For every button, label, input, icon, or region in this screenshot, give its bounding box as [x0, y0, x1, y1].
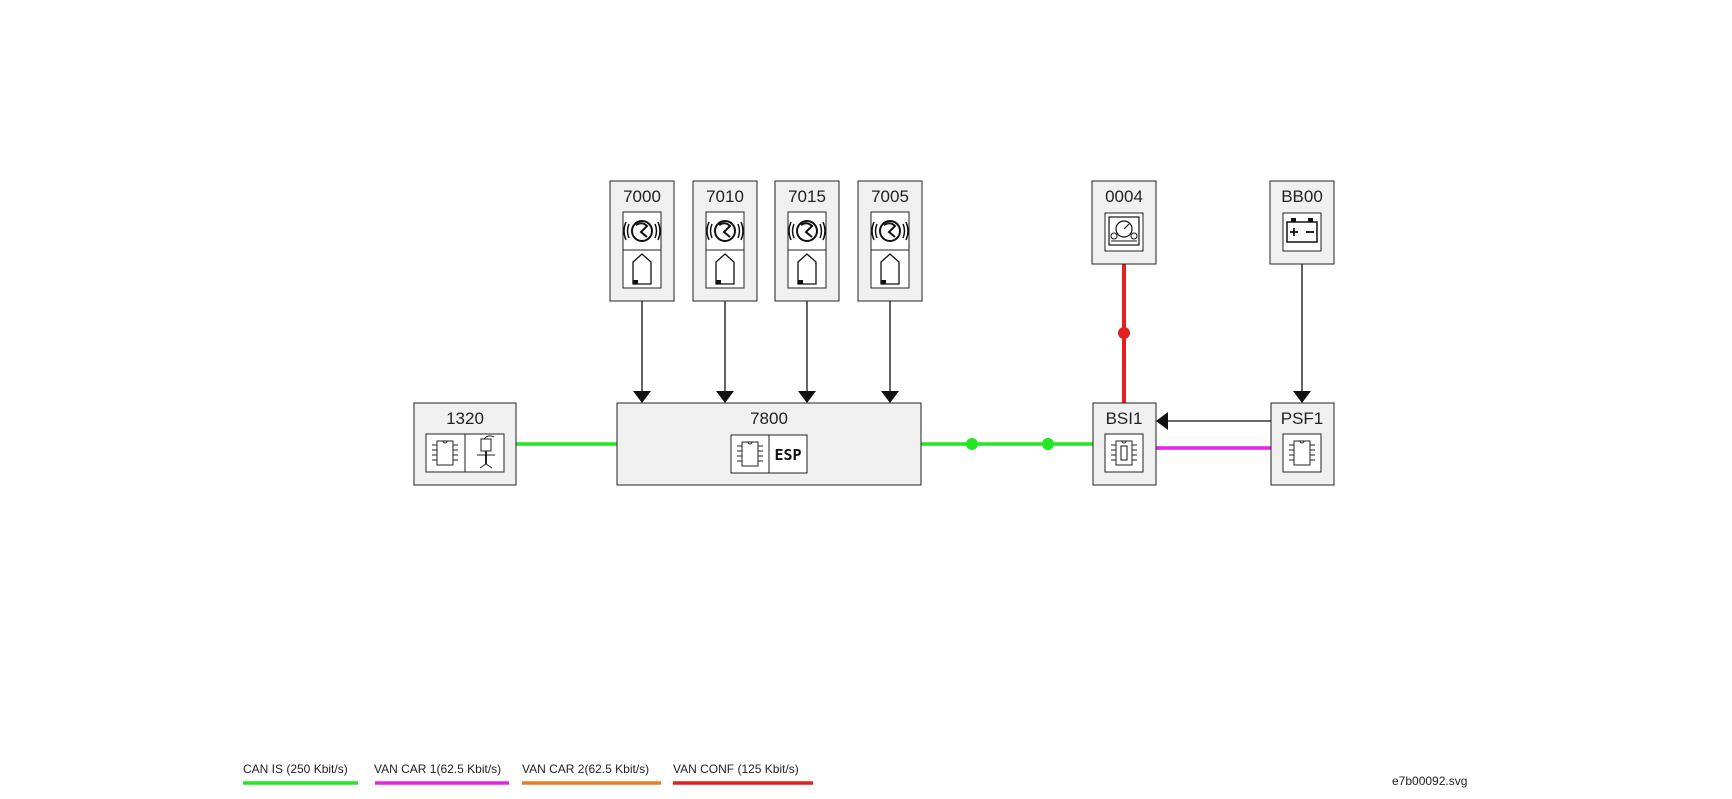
node-7010[interactable]: 7010 [692, 180, 758, 302]
file-name: e7b00092.svg [1392, 774, 1467, 788]
node-bsi1[interactable]: BSI1 [1092, 402, 1157, 486]
van-conf-junction-dot [1118, 327, 1130, 339]
node-0004-label: 0004 [1105, 187, 1143, 206]
legend: CAN IS (250 Kbit/s) VAN CAR 1(62.5 Kbit/… [243, 762, 813, 785]
legend-label: VAN CAR 2(62.5 Kbit/s) [522, 762, 649, 776]
legend-item-van-conf: VAN CONF (125 Kbit/s) [673, 762, 813, 785]
can-is-junction-dot [1042, 438, 1054, 450]
node-psf1[interactable]: PSF1 [1270, 402, 1335, 486]
node-7010-label: 7010 [706, 187, 744, 206]
legend-item-can-is: CAN IS (250 Kbit/s) [243, 762, 358, 785]
node-7000-label: 7000 [623, 187, 661, 206]
injector-icon [477, 435, 495, 469]
legend-item-van-car1: VAN CAR 1(62.5 Kbit/s) [374, 762, 509, 785]
instrument-panel-icon [1104, 212, 1144, 252]
node-7005[interactable]: 7005 [857, 180, 923, 302]
node-7800[interactable]: 7800 ESP [616, 402, 922, 486]
node-7800-label: 7800 [750, 409, 788, 428]
wheel-speed-sensor-icon [870, 211, 910, 289]
legend-item-van-car2: VAN CAR 2(62.5 Kbit/s) [522, 762, 661, 785]
wheel-speed-sensor-icon [622, 211, 662, 289]
wheel-speed-sensor-icon [705, 211, 745, 289]
legend-label: CAN IS (250 Kbit/s) [243, 762, 348, 776]
wheel-speed-sensor-icon [787, 211, 827, 289]
can-is-junction-dot [966, 438, 978, 450]
fuse-icon [1120, 445, 1128, 461]
node-bsi1-label: BSI1 [1106, 409, 1143, 428]
node-bb00-label: BB00 [1281, 187, 1323, 206]
node-7015[interactable]: 7015 [774, 180, 840, 302]
node-bb00[interactable]: BB00 [1269, 180, 1335, 265]
node-7005-label: 7005 [871, 187, 909, 206]
node-1320[interactable]: 1320 [413, 402, 517, 486]
node-0004[interactable]: 0004 [1091, 180, 1157, 265]
node-1320-label: 1320 [446, 409, 484, 428]
legend-label: VAN CONF (125 Kbit/s) [673, 762, 799, 776]
battery-icon [1282, 212, 1322, 252]
node-psf1-label: PSF1 [1281, 409, 1324, 428]
node-7015-label: 7015 [788, 187, 826, 206]
esp-label: ESP [774, 446, 801, 464]
legend-label: VAN CAR 1(62.5 Kbit/s) [374, 762, 501, 776]
node-7000[interactable]: 7000 [609, 180, 675, 302]
